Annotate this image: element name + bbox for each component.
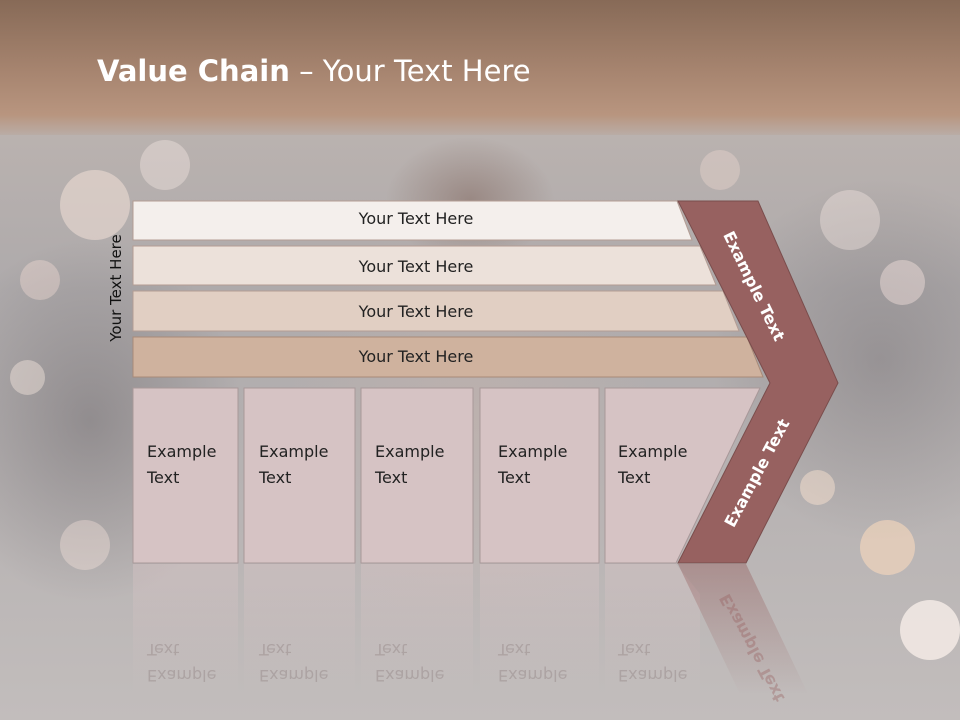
column-4 bbox=[479, 387, 600, 564]
column-reflection bbox=[133, 564, 238, 694]
bar-1 bbox=[132, 200, 693, 241]
bar-4-label: Your Text Here bbox=[358, 347, 474, 366]
title-rest: – Your Text Here bbox=[289, 54, 531, 88]
column-3 bbox=[360, 387, 474, 564]
title-bar bbox=[0, 0, 960, 135]
bar-3-label: Your Text Here bbox=[358, 302, 474, 321]
bar-4 bbox=[132, 336, 764, 378]
chevron-arrow bbox=[677, 200, 839, 564]
bar-3 bbox=[132, 290, 740, 332]
bar-2-label: Your Text Here bbox=[358, 257, 474, 276]
column-reflection bbox=[605, 564, 700, 694]
title-bold: Value Chain bbox=[97, 54, 290, 88]
bar-2 bbox=[132, 245, 717, 286]
column-2 bbox=[243, 387, 356, 564]
column-1 bbox=[132, 387, 239, 564]
slide-title: Value Chain – Your Text Here bbox=[97, 54, 531, 88]
column-reflection bbox=[361, 564, 473, 694]
column-reflection bbox=[480, 564, 599, 694]
column-reflection bbox=[244, 564, 355, 694]
chevron-reflection bbox=[678, 564, 808, 694]
bar-1-label: Your Text Here bbox=[358, 209, 474, 228]
column-5 bbox=[604, 387, 761, 564]
